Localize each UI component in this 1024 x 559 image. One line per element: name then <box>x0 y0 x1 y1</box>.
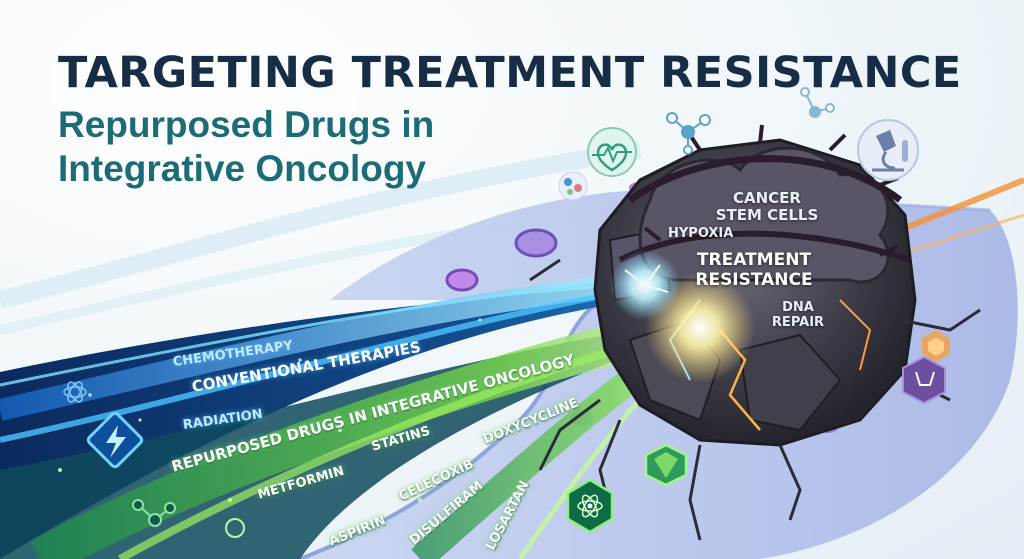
atom-icon <box>566 478 614 534</box>
page-subtitle: Repurposed Drugs in Integrative Oncology <box>58 104 435 189</box>
pill-icon <box>558 171 588 201</box>
center-label-treatment-resistance: TREATMENT RESISTANCE <box>695 250 813 290</box>
microscope-icon <box>857 119 919 181</box>
factor-label-dna-repair: DNA REPAIR <box>771 300 825 330</box>
molecule-icon <box>666 112 711 155</box>
factor-label-cancer-stem-cells: CANCER STEM CELLS <box>715 189 819 224</box>
lightning-icon <box>86 411 144 469</box>
page-title: TARGETING TREATMENT RESISTANCE <box>58 48 962 98</box>
gem-icon <box>644 443 688 487</box>
factor-label-hypoxia: HYPOXIA <box>668 226 734 241</box>
heart-monitor-icon <box>587 127 637 177</box>
